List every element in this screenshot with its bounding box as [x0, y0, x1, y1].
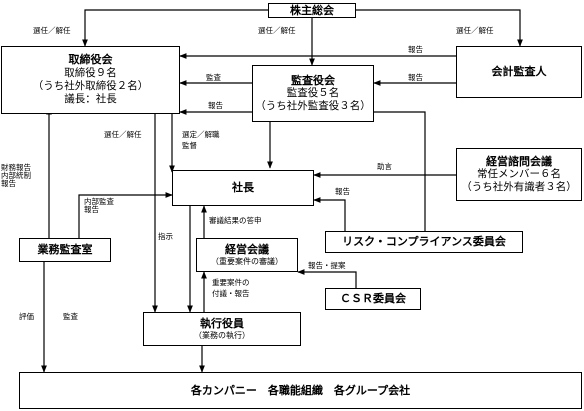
label-elect-accounting-auditor: 選任／解任	[456, 26, 494, 35]
president-box: 社長	[172, 170, 314, 206]
csr-committee-title: ＣＳＲ委員会	[340, 292, 406, 306]
label-appoint-line-1: 選定／解職	[182, 130, 220, 139]
internal-audit-title: 業務監査室	[37, 243, 93, 257]
management-meeting-sub: （重要案件の審議）	[211, 256, 283, 266]
management-meeting-title: 経営会議	[225, 243, 269, 257]
label-instruct: 指示	[158, 232, 173, 241]
advisory-council-box: 経営諮問会議 常任メンバー６名 （うち社外有識者３名）	[456, 148, 582, 201]
label-elect-auditors: 選任／解任	[258, 26, 296, 35]
label-financial-report: 財務報告 内部統制 報告	[1, 164, 31, 188]
label-report-risk: 報告	[335, 187, 350, 196]
board-box: 取締役会 取締役９名 （うち社外取締役２名） 議長：社長	[1, 46, 180, 114]
label-advice: 助言	[377, 162, 392, 171]
label-finrep-line-1: 財務報告	[1, 163, 31, 172]
auditors-line-1: 監査役５名	[286, 87, 340, 100]
management-meeting-box: 経営会議 （重要案件の審議）	[196, 238, 298, 272]
advisory-council-line-1: 常任メンバー６名	[477, 168, 561, 181]
label-audit-board: 監査	[206, 73, 221, 82]
label-elect-board: 選任／解任	[33, 26, 71, 35]
label-appoint-line-2: 監督	[182, 140, 197, 150]
shareholders-meeting-box: 株主総会	[268, 3, 356, 18]
officers-title: 執行役員	[200, 317, 244, 331]
risk-committee-box: リスク・コンプライアンス委員会	[325, 231, 523, 253]
auditors-line-2: （うち社外監査役３名）	[255, 100, 371, 113]
advisory-council-line-2: （うち社外有識者３名）	[461, 181, 577, 194]
arrow-shareholders-to-accounting-auditor	[356, 9, 523, 47]
label-evaluate: 評価	[19, 312, 34, 321]
officers-box: 執行役員 （業務の執行）	[143, 312, 301, 346]
label-important-line-1: 重要案件の	[212, 278, 250, 287]
label-important-matters: 重要案件の 付議・報告	[212, 279, 250, 298]
label-important-line-2: 付議・報告	[212, 288, 250, 298]
arrow-risk-report-to-president	[313, 197, 346, 231]
label-internal-audit-report: 内部監査 報告	[84, 198, 114, 214]
president-title: 社長	[232, 181, 254, 195]
label-report-auditors-board: 報告	[208, 101, 223, 110]
label-report-acct-auditors: 報告	[408, 73, 423, 82]
label-elect-officers: 選任／解任	[104, 130, 142, 139]
arrow-internal-audit-report-president	[78, 192, 173, 238]
label-deliberation-answer: 審議結果の答申	[209, 216, 262, 225]
label-report-acct-board: 報告	[408, 45, 423, 54]
board-title: 取締役会	[68, 53, 113, 67]
shareholders-meeting-title: 株主総会	[290, 3, 334, 17]
label-finrep-line-3: 報告	[1, 178, 16, 188]
companies-box: 各カンパニー 各職能組織 各グループ会社	[19, 372, 582, 409]
officers-sub: （業務の執行）	[194, 330, 250, 340]
arrow-csr-report-to-meeting	[297, 269, 357, 288]
board-line-1: 取締役９名	[64, 67, 117, 80]
board-line-2: （うち社外取締役２名）	[32, 80, 149, 93]
label-appoint-supervise: 選定／解職 監督	[182, 131, 220, 150]
board-line-3: 議長：社長	[64, 93, 117, 106]
auditors-box: 監査役会 監査役５名 （うち社外監査役３名）	[252, 65, 374, 122]
accounting-auditor-title: 会計監査人	[491, 65, 547, 79]
advisory-council-title: 経営諮問会議	[486, 154, 552, 168]
arrow-shareholders-to-board	[82, 9, 268, 47]
internal-audit-box: 業務監査室	[19, 238, 111, 262]
label-audit-bottom: 監査	[63, 312, 78, 321]
accounting-auditor-box: 会計監査人	[456, 46, 582, 98]
label-intaudit-line-2: 報告	[84, 204, 99, 214]
auditors-title: 監査役会	[291, 73, 335, 87]
csr-committee-box: ＣＳＲ委員会	[325, 288, 421, 310]
label-finrep-line-2: 内部統制	[1, 170, 31, 180]
risk-committee-title: リスク・コンプライアンス委員会	[342, 235, 506, 249]
label-report-propose: 報告・提案	[308, 261, 346, 270]
companies-title: 各カンパニー 各職能組織 各グループ会社	[190, 383, 411, 397]
label-intaudit-line-1: 内部監査	[84, 197, 114, 206]
